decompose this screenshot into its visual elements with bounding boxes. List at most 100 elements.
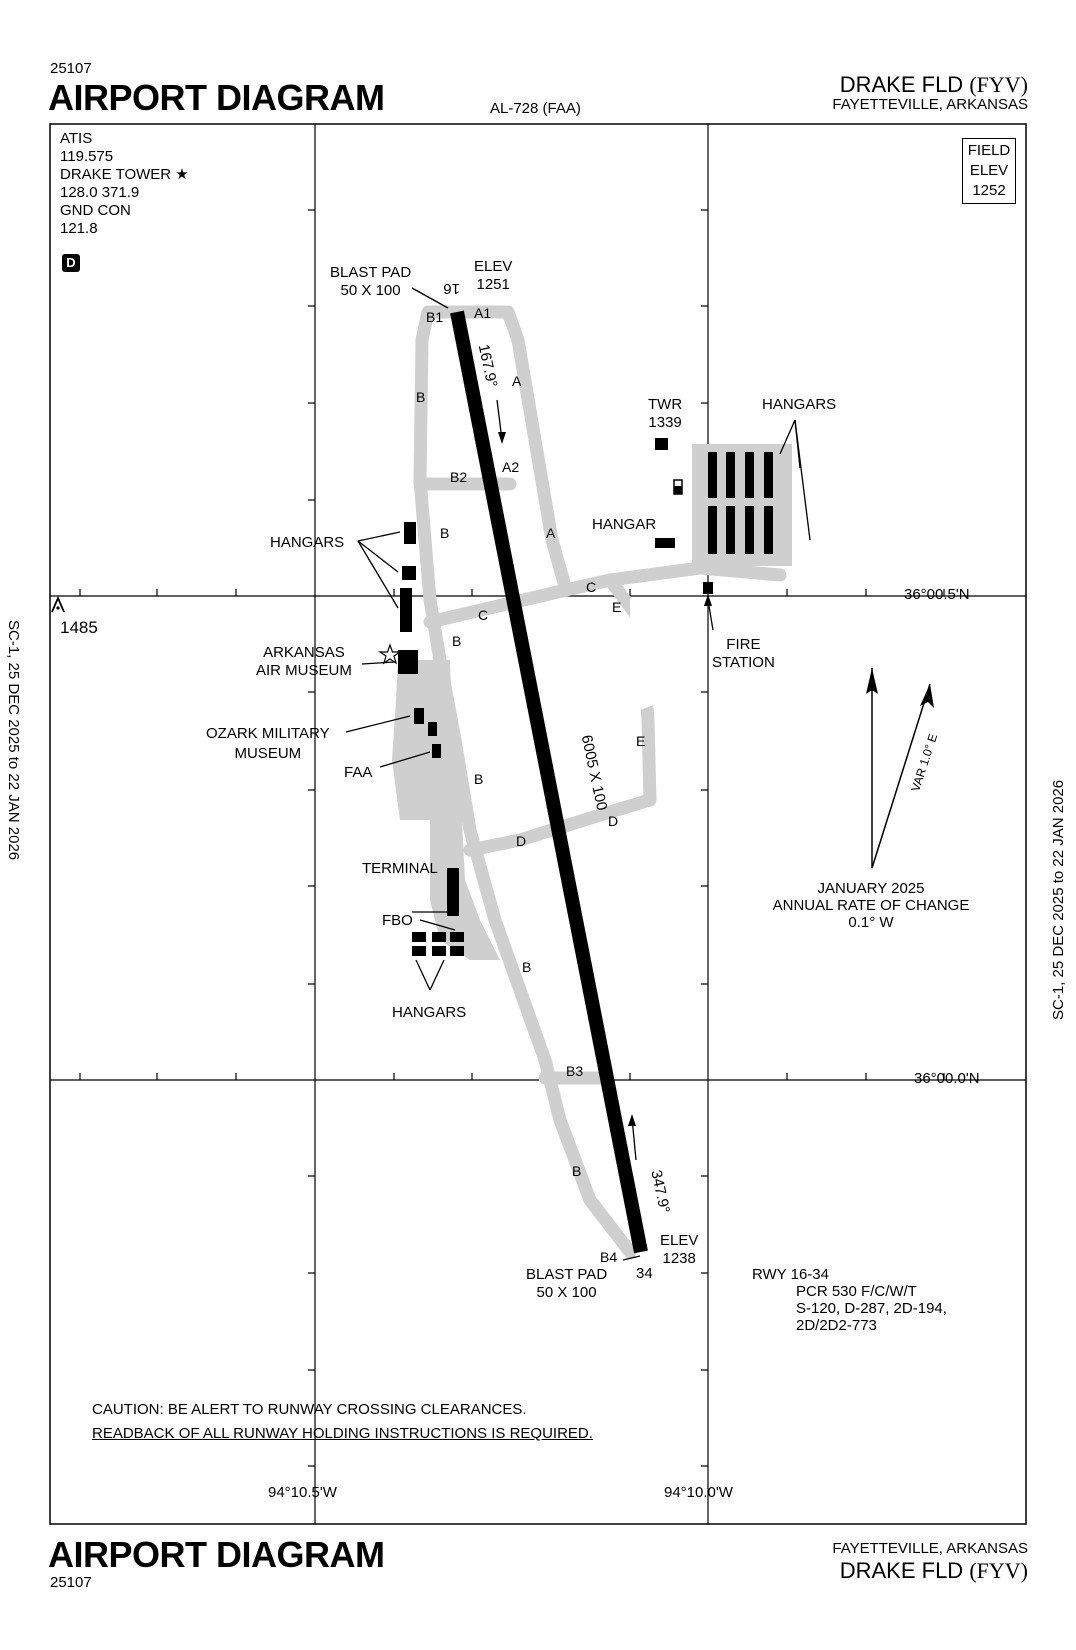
elev-value: 1238 xyxy=(662,1250,696,1267)
taxiway-labels: B1 A1 A B B2 A2 A B C E C B E B D D B B3… xyxy=(416,305,645,1265)
magnetic-note: 0.1° W xyxy=(848,914,894,931)
magnetic-note: ANNUAL RATE OF CHANGE xyxy=(772,897,970,914)
latitude-south: 36°00.0'N xyxy=(914,1070,980,1087)
tower-height: 1339 xyxy=(648,414,682,431)
magnetic-variation: VAR 1.0° E xyxy=(908,732,940,793)
page-title-bottom: AIRPORT DIAGRAM xyxy=(48,1534,385,1575)
air-museum-label: ARKANSAS AIR MUSEUM xyxy=(256,644,352,680)
buildings xyxy=(398,438,773,956)
military-museum-line: MUSEUM xyxy=(234,745,302,762)
field-elev-label: ELEV xyxy=(969,162,1009,179)
apron-ne-hangars xyxy=(692,444,792,566)
procedure-id: AL-728 (FAA) xyxy=(490,100,581,117)
military-museum-line: OZARK MILITARY xyxy=(206,725,330,742)
hangars-s-label: HANGARS xyxy=(392,1004,467,1021)
faa-label: FAA xyxy=(344,764,373,781)
hangar-ne-8 xyxy=(764,506,773,554)
hangar-ne-1 xyxy=(708,452,717,498)
taxiway-b xyxy=(413,305,637,1259)
hangar-s-1 xyxy=(412,932,426,942)
elevation-south: ELEV 1238 xyxy=(660,1232,698,1268)
hangar-label: HANGAR xyxy=(592,516,657,533)
apron-west xyxy=(392,660,500,960)
arrow-heads xyxy=(498,432,712,1126)
freq-line: ATIS xyxy=(60,130,93,147)
label-b2: B2 xyxy=(450,469,467,485)
blast-pad-south: BLAST PAD 50 X 100 xyxy=(526,1266,607,1302)
magnetic-note: JANUARY 2025 xyxy=(817,880,925,897)
caution-line: READBACK OF ALL RUNWAY HOLDING INSTRUCTI… xyxy=(92,1425,593,1442)
volume-number-top: 25107 xyxy=(50,60,92,77)
air-museum-line: AIR MUSEUM xyxy=(256,662,352,679)
hangar-single xyxy=(655,538,675,548)
label-b: B xyxy=(522,959,531,975)
freq-line: 128.0 371.9 xyxy=(60,184,140,201)
label-b1: B1 xyxy=(426,309,443,325)
page-title-top: AIRPORT DIAGRAM xyxy=(48,77,385,118)
city-state-bottom: FAYETTEVILLE, ARKANSAS xyxy=(832,1540,1028,1557)
fbo-label: FBO xyxy=(382,912,413,929)
airport-name-top: DRAKE FLD (FYV) xyxy=(840,72,1028,98)
runway-data-line: PCR 530 F/C/W/T xyxy=(796,1283,917,1300)
museum-star-icon xyxy=(378,643,402,665)
runway-end-34: 34 xyxy=(636,1265,653,1282)
hangar-w-2 xyxy=(402,566,416,580)
tower-building xyxy=(655,438,668,450)
elevation-north: ELEV 1251 xyxy=(474,258,512,294)
blast-pad-north: BLAST PAD 50 X 100 xyxy=(330,264,411,300)
faa-building xyxy=(432,744,441,758)
caution-note: CAUTION: BE ALERT TO RUNWAY CROSSING CLE… xyxy=(92,1398,593,1446)
terminal-building xyxy=(447,868,459,916)
airport-id: (FYV) xyxy=(969,1558,1028,1583)
freq-line: 121.8 xyxy=(60,220,98,237)
field-elev-value: 1252 xyxy=(972,182,1006,199)
freq-line: DRAKE TOWER ★ xyxy=(60,166,189,183)
military-museum-1 xyxy=(414,708,424,724)
hangar-w-1 xyxy=(404,522,416,544)
tower-title: TWR xyxy=(648,396,683,413)
magnetic-notes: JANUARY 2025 ANNUAL RATE OF CHANGE 0.1° … xyxy=(760,880,982,931)
taxiway-d xyxy=(463,833,527,857)
runway-data-line: 2D/2D2-773 xyxy=(796,1317,877,1334)
runway-data-line: S-120, D-287, 2D-194, xyxy=(796,1300,947,1317)
blast-pad-label: BLAST PAD xyxy=(330,264,412,281)
latitude-north: 36°00.5'N xyxy=(904,586,970,603)
label-b: B xyxy=(416,389,425,405)
military-museum-label: OZARK MILITARY MUSEUM xyxy=(206,724,330,764)
blast-pad-label: BLAST PAD xyxy=(526,1266,608,1283)
hangar-w-3 xyxy=(400,588,412,632)
north-arrow xyxy=(866,668,934,869)
fire-station-label: FIRE STATION xyxy=(712,636,775,672)
hangar-ne-5 xyxy=(708,506,717,554)
hangars-ne-label: HANGARS xyxy=(762,396,837,413)
label-a1: A1 xyxy=(474,305,491,321)
d-badge: D xyxy=(62,254,80,272)
longitude-east: 94°10.0'W xyxy=(664,1484,733,1501)
label-b3: B3 xyxy=(566,1063,583,1079)
hangar-ne-2 xyxy=(726,452,735,498)
fire-station-line: STATION xyxy=(712,654,775,671)
airport-id: (FYV) xyxy=(969,72,1028,97)
field-elevation-box: FIELD ELEV 1252 xyxy=(962,138,1016,204)
fuel-icon xyxy=(673,479,683,495)
runway-dimensions: 6005 X 100 xyxy=(578,733,611,812)
field-elev-label: FIELD xyxy=(967,142,1011,159)
apron-e-inner xyxy=(630,598,668,710)
hangar-ne-7 xyxy=(745,506,754,554)
terminal-label: TERMINAL xyxy=(362,860,438,877)
taxiway-a xyxy=(450,305,573,597)
elev-label: ELEV xyxy=(660,1232,699,1249)
hangar-s-6 xyxy=(450,946,464,956)
hangar-s-5 xyxy=(432,946,446,956)
elev-value: 1251 xyxy=(476,276,510,293)
obstacle-height: 1485 xyxy=(60,618,98,637)
label-b: B xyxy=(474,771,483,787)
military-museum-2 xyxy=(428,722,437,736)
elev-label: ELEV xyxy=(474,258,513,275)
volume-number-bottom: 25107 xyxy=(50,1574,92,1591)
label-a2: A2 xyxy=(502,459,519,475)
label-b: B xyxy=(452,633,461,649)
fire-station-line: FIRE xyxy=(726,636,761,653)
airport-name: DRAKE FLD xyxy=(839,1558,964,1583)
label-c: C xyxy=(586,579,596,595)
